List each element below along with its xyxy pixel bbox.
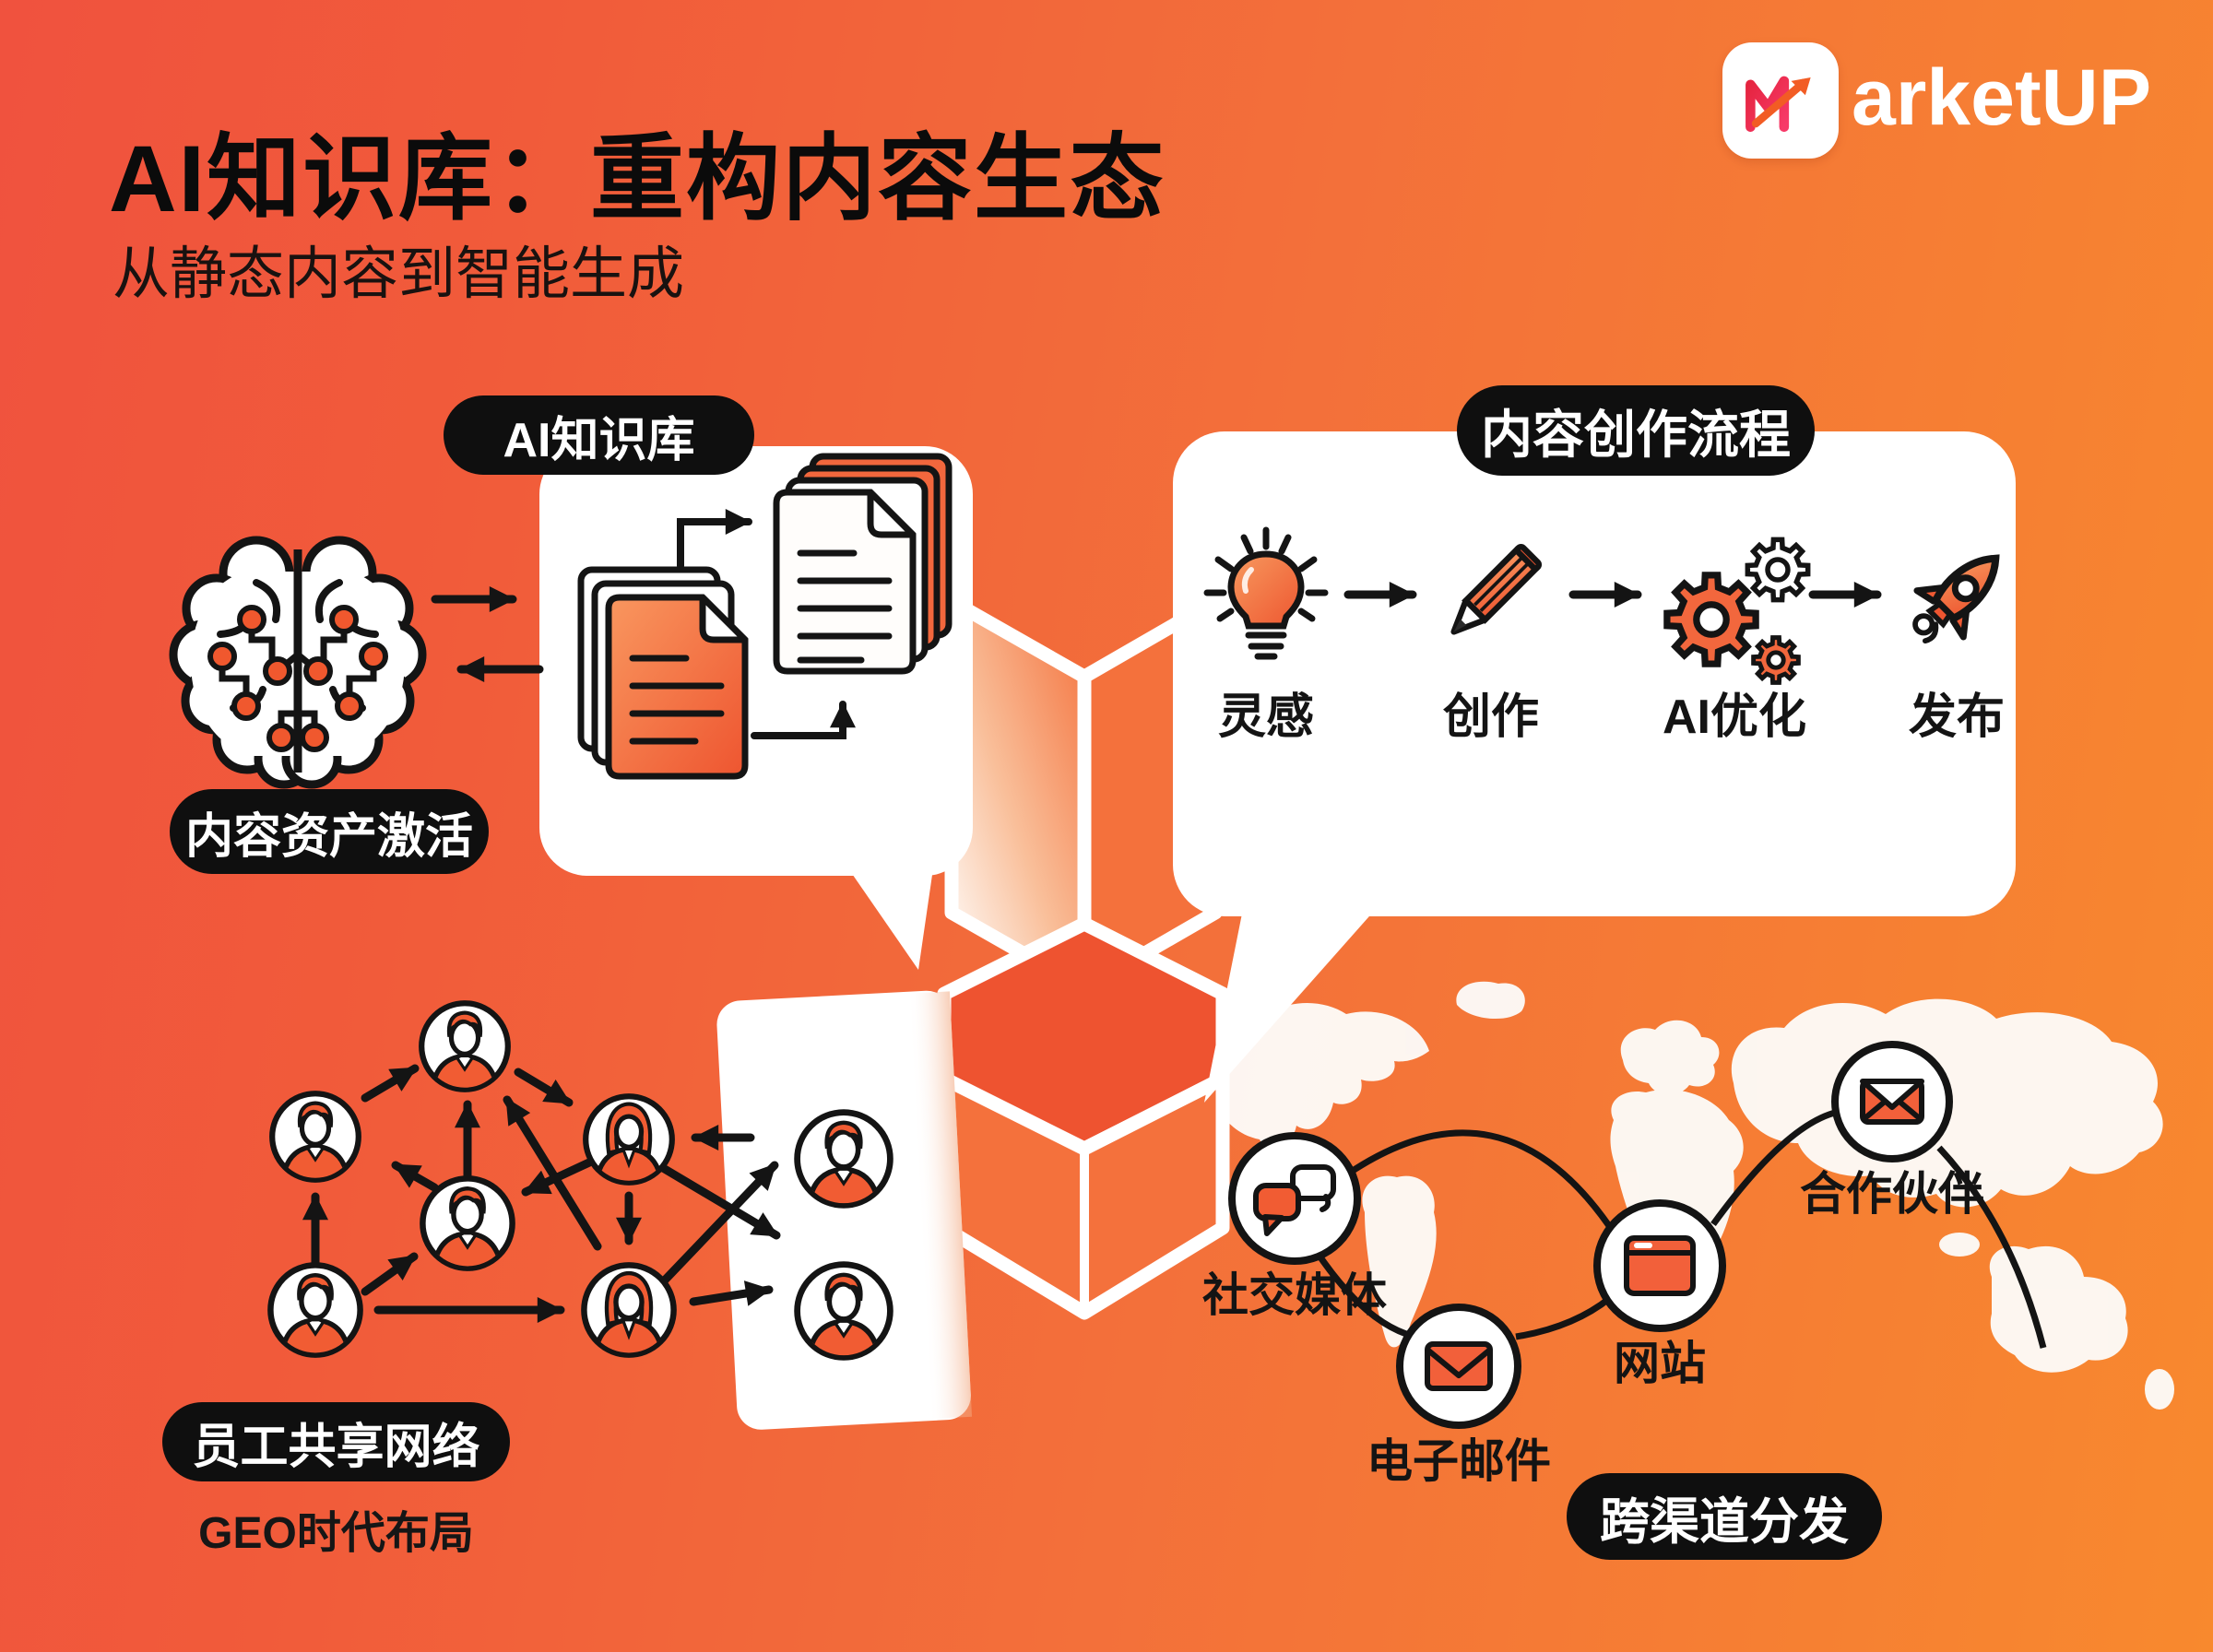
channel-label-partner: 合作伙伴 <box>1800 1168 1984 1220</box>
avatar <box>798 1113 891 1207</box>
gears-icon <box>1667 539 1808 682</box>
world-map <box>1210 981 2174 1410</box>
channel-label-social: 社交媒体 <box>1202 1269 1387 1321</box>
envelope-icon <box>1425 1341 1493 1391</box>
marketup-logo: arketUP <box>1722 42 2151 159</box>
distribution-arcs <box>1314 1108 2047 1349</box>
rocket-icon <box>1912 554 2000 644</box>
marketup-m-icon <box>1722 42 1839 159</box>
white-doc-stack-icon <box>773 453 953 675</box>
distribution-pill: 跨渠道分发 <box>1567 1473 1882 1560</box>
channel-website <box>1593 1199 1726 1332</box>
chat-bubbles-icon <box>1253 1164 1336 1236</box>
lightbulb-icon <box>1203 526 1329 660</box>
avatar <box>272 1093 359 1181</box>
doc-cycle-arrows <box>677 509 856 739</box>
network-pill: 员工共享网络 <box>162 1402 510 1481</box>
avatar <box>586 1096 672 1184</box>
channel-partner <box>1831 1041 1953 1162</box>
logo-text: arketUP <box>1852 53 2152 142</box>
knowledge-bubble <box>539 446 973 970</box>
step-label-inspiration: 灵感 <box>1217 690 1314 744</box>
activation-pill: 内容资产激活 <box>170 789 489 874</box>
workflow-pill: 内容创作流程 <box>1457 385 1815 476</box>
orange-doc-stack-icon <box>577 566 749 780</box>
channel-label-website: 网站 <box>1614 1338 1706 1389</box>
step-label-publish: 发布 <box>1908 690 2005 744</box>
page-title: AI知识库：重构内容生态 <box>109 126 1166 231</box>
avatar <box>584 1265 673 1355</box>
step-label-ai-optimize: AI优化 <box>1662 690 1806 744</box>
pencil-icon <box>1450 543 1543 635</box>
network-arrows <box>302 1064 781 1323</box>
avatar <box>798 1265 891 1359</box>
knowledge-pill: AI知识库 <box>444 395 754 475</box>
share-page-panel <box>716 990 973 1430</box>
channel-label-email: 电子邮件 <box>1367 1435 1551 1487</box>
avatar <box>270 1265 360 1355</box>
browser-icon <box>1624 1235 1696 1296</box>
brain-circuit-icon <box>169 536 427 789</box>
brain-bubble-arrows <box>431 586 544 682</box>
avatar <box>422 1178 512 1268</box>
page-subtitle: 从静态内容到智能生成 <box>112 242 685 306</box>
avatar <box>421 1003 508 1091</box>
channel-social <box>1228 1132 1361 1265</box>
step-label-creation: 创作 <box>1442 690 1539 744</box>
geo-caption: GEO时代布局 <box>198 1509 474 1558</box>
workflow-bubble <box>1173 431 2016 1103</box>
envelope-partner-icon <box>1860 1079 1924 1125</box>
channel-email <box>1396 1304 1521 1429</box>
